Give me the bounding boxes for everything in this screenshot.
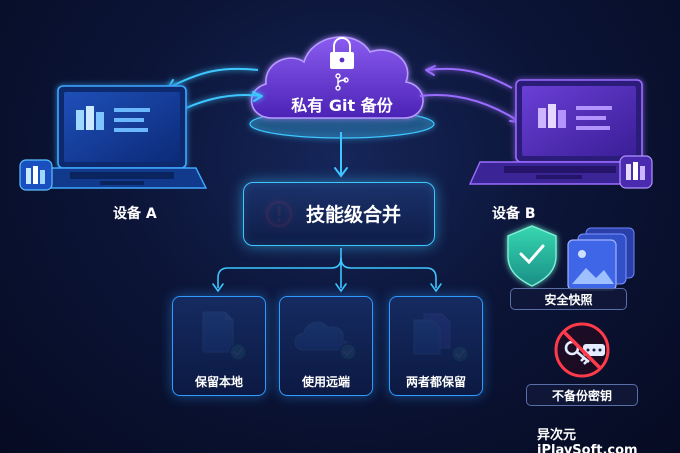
database-icon-device-b bbox=[619, 155, 653, 189]
database-icon-device-a bbox=[19, 159, 53, 191]
option-label: 使用远端 bbox=[301, 375, 350, 389]
feature-no-key-backup: 不备份密钥 bbox=[526, 384, 638, 406]
merge-box: 技能级合并 bbox=[243, 182, 435, 246]
no-key-icon bbox=[554, 322, 610, 378]
watermark: 异次元 iPlaySoft.com bbox=[537, 428, 638, 453]
image-stack-icon bbox=[567, 227, 635, 291]
option-keep-both: 两者都保留 bbox=[389, 296, 483, 396]
option-label: 保留本地 bbox=[194, 375, 243, 389]
merge-label: 技能级合并 bbox=[306, 204, 402, 226]
git-branch-icon bbox=[335, 73, 349, 91]
laptop-icon-device-b bbox=[468, 79, 652, 185]
option-label: 两者都保留 bbox=[405, 375, 466, 389]
device-b-label: 设备 B bbox=[492, 206, 536, 222]
feature-safe-snapshot: 安全快照 bbox=[510, 288, 627, 310]
sync-arrows-right bbox=[419, 65, 521, 123]
laptop-icon-device-a bbox=[36, 85, 208, 189]
option-use-remote: 使用远端 bbox=[279, 296, 373, 396]
options-connector bbox=[212, 248, 442, 293]
option-keep-local: 保留本地 bbox=[172, 296, 266, 396]
cloud-label: 私有 Git 备份 bbox=[291, 96, 393, 115]
lock-icon bbox=[330, 37, 354, 69]
shield-check-icon bbox=[507, 225, 557, 287]
device-a-label: 设备 A bbox=[113, 206, 157, 222]
merge-arrow bbox=[334, 132, 348, 178]
